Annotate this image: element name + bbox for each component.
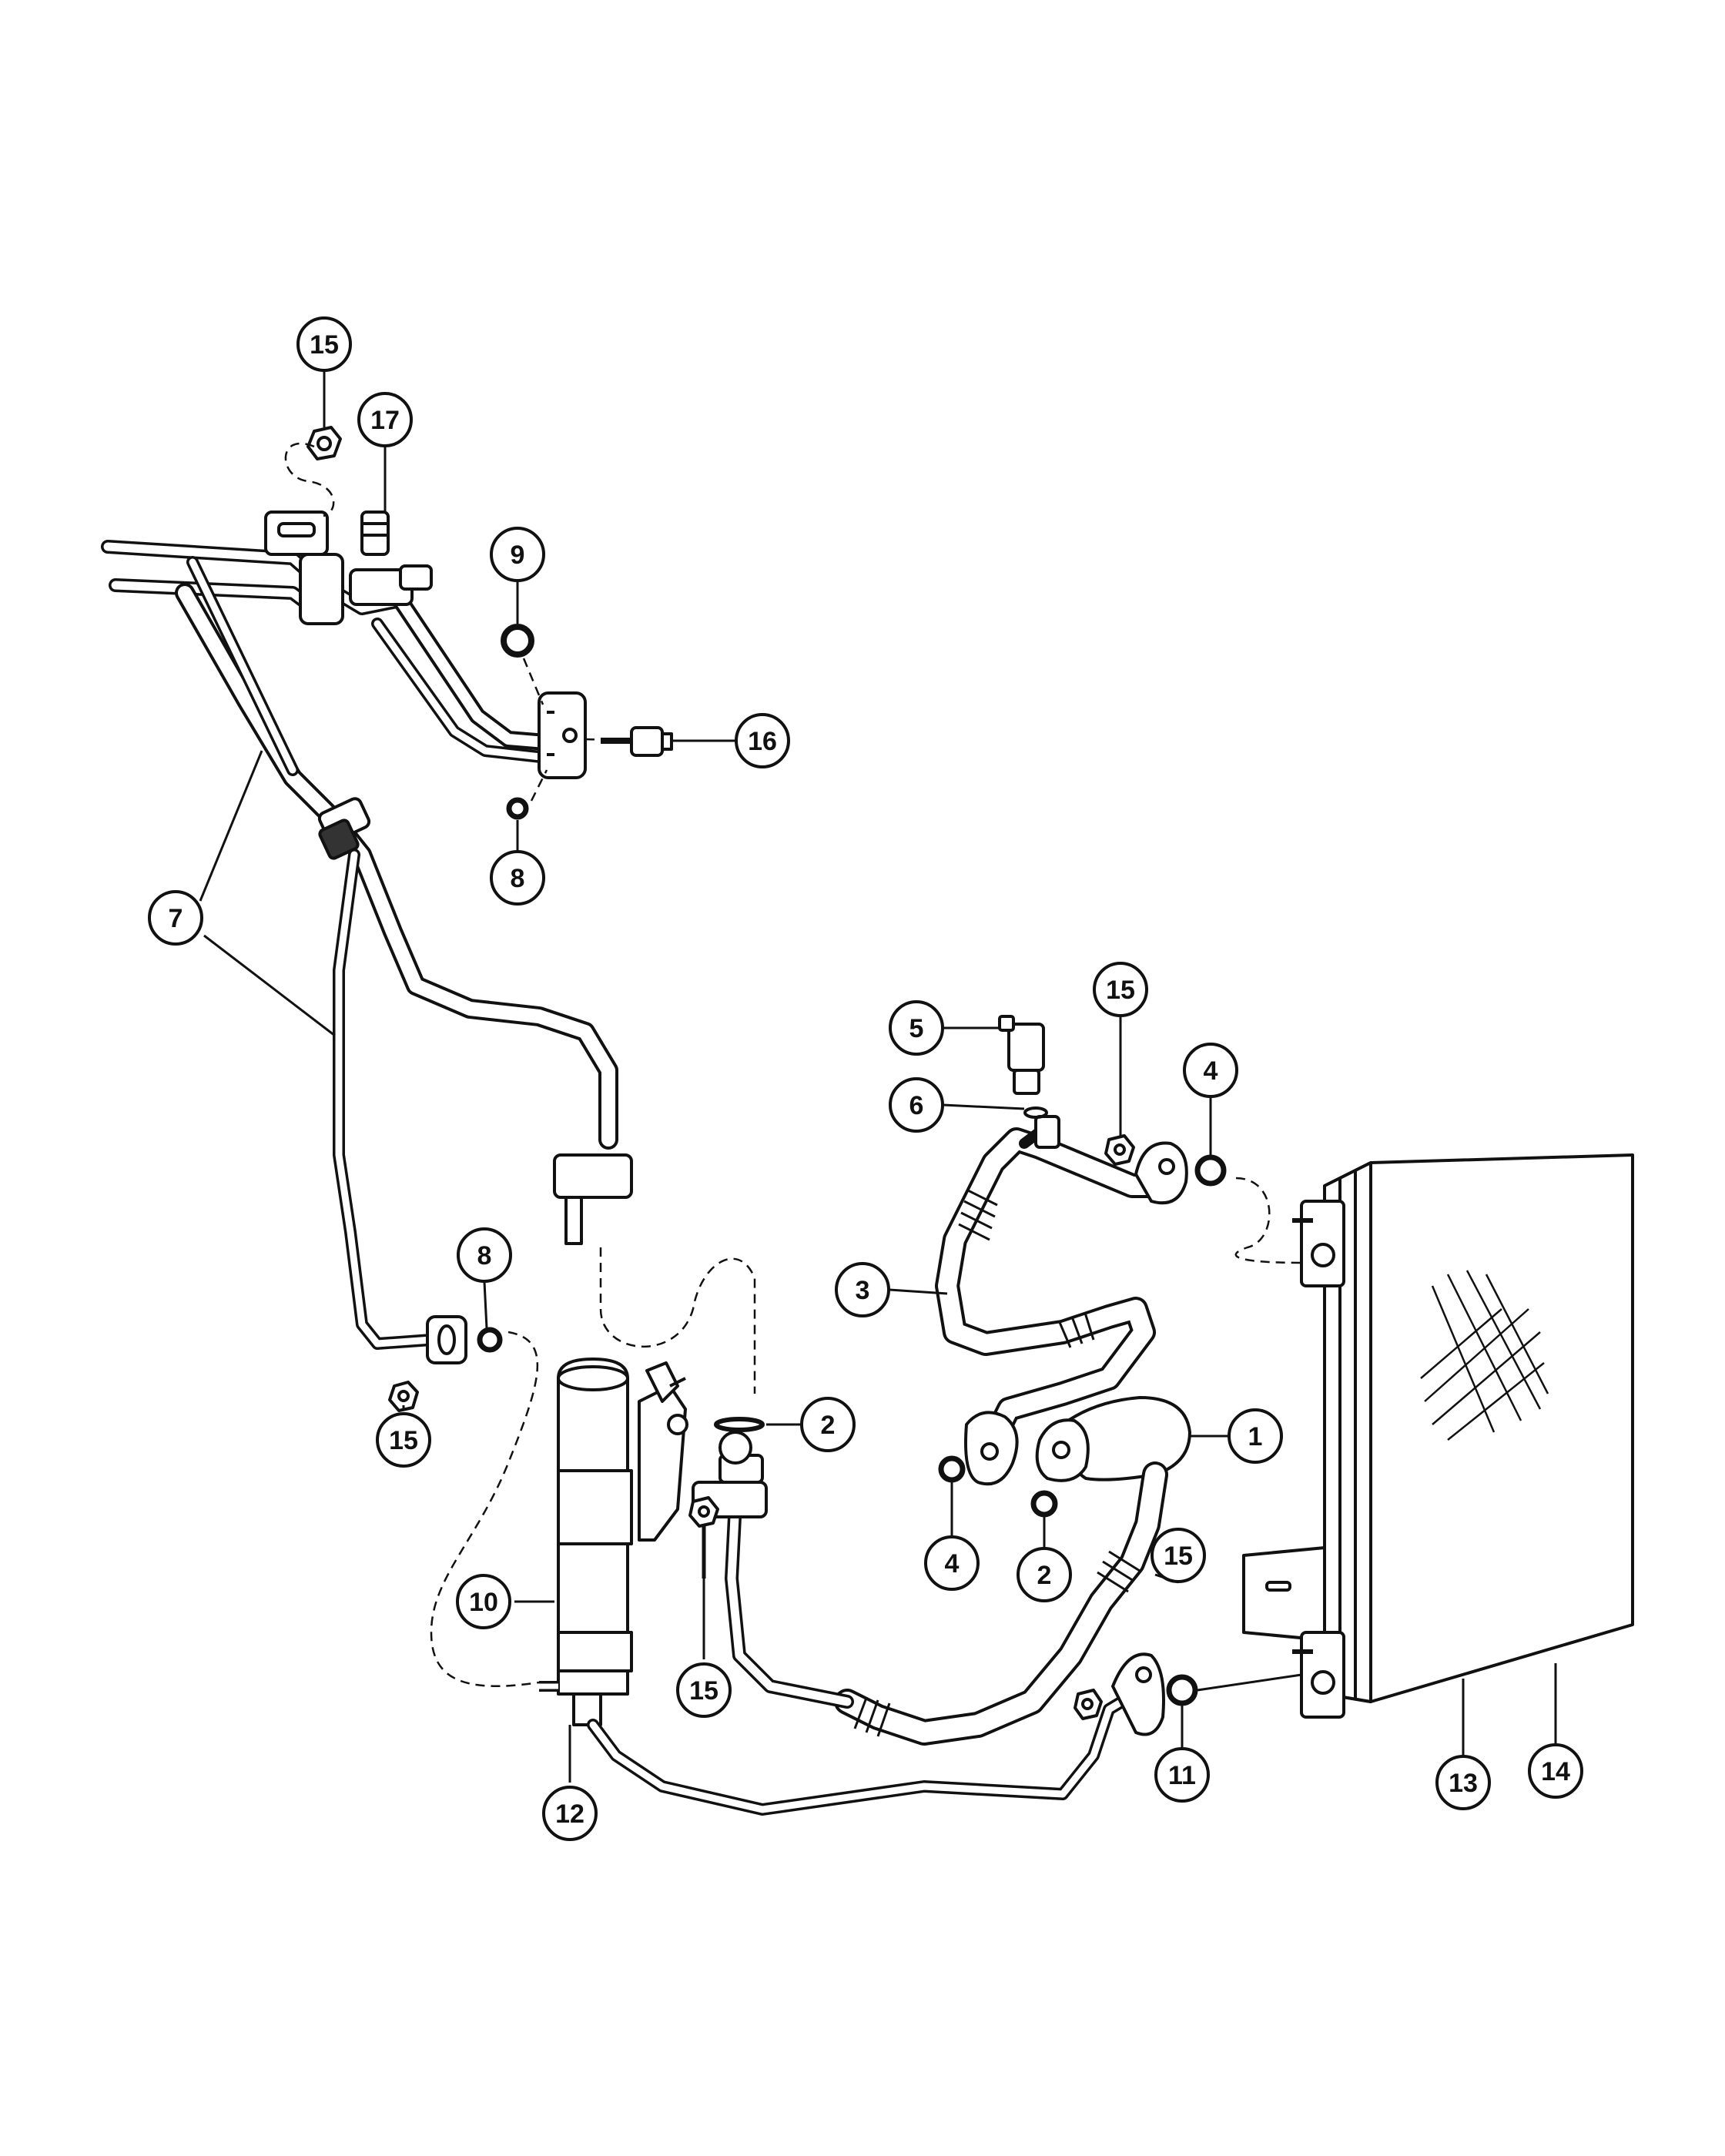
callout-1: 1 [1228,1408,1283,1464]
callout-label: 15 [310,330,339,360]
hose-3 [935,1127,1164,1452]
line-7-fittings [264,426,673,1412]
callout-13: 13 [1435,1755,1491,1810]
callout-10: 10 [456,1574,511,1629]
callout-16: 16 [735,713,790,768]
suction-discharge-line-assembly [101,540,618,1350]
callout-label: 12 [555,1799,584,1829]
callout-15-upper-right: 15 [1093,962,1148,1017]
callouts: 15 17 9 16 8 7 5 6 15 4 3 8 15 2 1 4 2 1… [148,316,1583,1841]
leader-lines [199,370,1557,1783]
callout-label: 17 [370,406,400,435]
callout-label: 9 [511,541,525,570]
callout-6: 6 [889,1077,944,1133]
callout-label: 5 [909,1014,924,1043]
callout-label: 11 [1168,1761,1196,1790]
callout-2-bottom: 2 [1017,1547,1072,1602]
callout-label: 16 [748,727,777,756]
dashed-leaders [284,442,1302,1688]
callout-12: 12 [542,1786,598,1841]
callout-label: 2 [1037,1561,1052,1590]
callout-label: 4 [945,1549,960,1578]
receiver-drier [539,1358,688,1726]
callout-label: 15 [389,1426,418,1455]
callout-label: 3 [856,1276,870,1305]
callout-14: 14 [1528,1743,1583,1799]
callout-label: 15 [1106,976,1135,1005]
callout-5: 5 [889,1000,944,1056]
callout-label: 14 [1541,1757,1570,1786]
callout-label: 8 [477,1241,492,1270]
callout-label: 4 [1204,1056,1218,1086]
callout-label: 10 [469,1588,498,1617]
liquid-line [587,1692,1134,1816]
callout-8-top: 8 [490,850,545,906]
callout-15-left: 15 [376,1412,431,1468]
compressor-fitting-1 [1030,1396,1191,1518]
callout-2-top: 2 [800,1397,856,1452]
callout-label: 2 [821,1411,836,1440]
callout-9: 9 [490,527,545,582]
callout-15-top: 15 [296,316,352,372]
callout-label: 1 [1248,1422,1263,1451]
callout-11: 11 [1154,1747,1210,1803]
callout-label: 15 [689,1676,718,1706]
callout-4-bottom: 4 [924,1535,980,1591]
callout-label: 6 [909,1091,924,1120]
condenser [1242,1153,1634,1719]
callout-label: 8 [511,864,525,893]
hose-3-fittings [938,1015,1227,1486]
callout-15-right: 15 [1151,1528,1206,1583]
callout-label: 13 [1449,1769,1478,1798]
liquid-line-fittings [1074,1652,1198,1736]
callout-label: 15 [1164,1542,1193,1571]
callout-8-mid: 8 [457,1227,512,1283]
callout-3: 3 [835,1262,890,1317]
callout-17: 17 [357,392,413,447]
callout-4-top: 4 [1183,1043,1238,1098]
discharge-hose-fittings [688,1417,1141,1737]
callout-15-bottom: 15 [676,1662,732,1718]
callout-7: 7 [148,890,203,946]
callout-label: 7 [169,904,183,933]
